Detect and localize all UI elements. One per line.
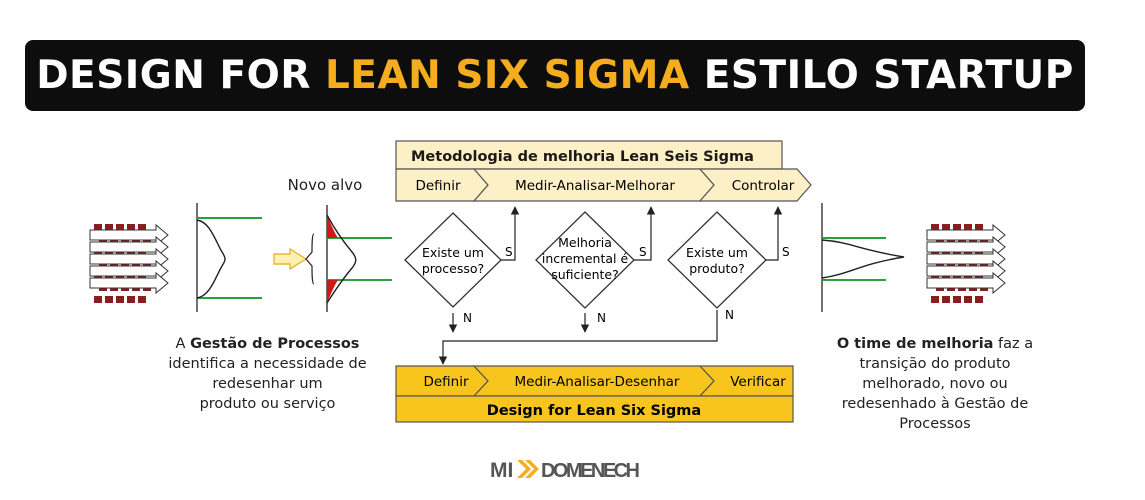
brick: [127, 296, 135, 303]
right-caption: O time de melhoria faz a transição do pr…: [815, 334, 1055, 434]
right-caption-line-1-rest: faz a: [993, 336, 1034, 352]
svg-text:MI: MI: [490, 459, 513, 482]
left-caption-bold: Gestão de Processos: [190, 336, 360, 352]
top-step-3: Controlar: [732, 178, 795, 194]
top-step-1: Definir: [415, 178, 461, 194]
brick: [964, 224, 972, 231]
title-text: DESIGN FOR LEAN SIX SIGMA ESTILO STARTUP: [36, 53, 1074, 98]
left-caption-line-2: identifica a necessidade de: [168, 356, 367, 372]
decision-3-yes-label: S: [782, 245, 790, 259]
new-target-label: Novo alvo: [288, 176, 363, 194]
decision-1-line-1: Existe um: [422, 245, 484, 260]
left-caption-prefix: A: [175, 336, 191, 352]
decision-1-yes-label: S: [505, 245, 513, 259]
brand-logo: MI DOMENECH: [490, 452, 640, 486]
right-process-stack: [926, 223, 1006, 303]
brick: [975, 296, 983, 303]
left-caption-line-4: produto ou serviço: [199, 396, 336, 412]
decision-2-line-2: incremental é: [542, 251, 629, 266]
decision-existe-processo: Existe um processo? S N: [404, 206, 520, 333]
top-methodology: Metodologia de melhoria Lean Seis Sigma …: [395, 140, 812, 202]
decision-2-line-1: Melhoria: [558, 235, 612, 250]
left-caption: A Gestão de Processos identifica a neces…: [150, 334, 385, 414]
title-part-3: ESTILO STARTUP: [703, 53, 1074, 98]
decision-1-no-label: N: [463, 311, 472, 325]
flow-arrow-icon: [89, 223, 169, 247]
bottom-step-3: Verificar: [730, 374, 786, 390]
brick: [116, 224, 124, 231]
title-banner: DESIGN FOR LEAN SIX SIGMA ESTILO STARTUP: [25, 40, 1085, 111]
brick: [975, 224, 983, 231]
flow-arrow-icon: [89, 247, 169, 271]
brick: [953, 224, 961, 231]
brick: [105, 296, 113, 303]
mi-domenech-logo: MI DOMENECH: [490, 459, 640, 482]
flow-arrow-icon: [89, 271, 169, 295]
brick: [94, 296, 102, 303]
brick: [105, 224, 113, 231]
left-caption-line-3: redesenhar um: [212, 376, 323, 392]
top-step-2: Medir-Analisar-Melhorar: [515, 178, 675, 194]
brick: [942, 224, 950, 231]
flow-arrow-icon: [926, 235, 1006, 259]
improved-distribution-chart: [821, 203, 905, 312]
decision-3-line-2: produto?: [689, 261, 745, 276]
decision-2-yes-label: S: [639, 245, 647, 259]
title-part-1: DESIGN FOR: [36, 53, 311, 98]
bottom-methodology: Definir Medir-Analisar-Desenhar Verifica…: [395, 365, 794, 423]
flow-arrow-icon: [926, 247, 1006, 271]
hollow-arrow-icon: [273, 247, 308, 271]
top-methodology-title: Metodologia de melhoria Lean Seis Sigma: [411, 149, 754, 165]
brick: [127, 224, 135, 231]
decision-1-line-2: processo?: [422, 261, 484, 276]
brick: [964, 296, 972, 303]
right-caption-line-5: Processos: [899, 416, 971, 432]
brick: [942, 296, 950, 303]
decision-2-line-3: suficiente?: [551, 267, 619, 282]
flow-arrow-icon: [926, 259, 1006, 283]
flow-arrow-icon: [926, 223, 1006, 247]
flow-arrow-icon: [89, 235, 169, 259]
brick: [931, 296, 939, 303]
flow-arrow-icon: [89, 259, 169, 283]
decision-2-no-label: N: [597, 311, 606, 325]
decision-3-line-1: Existe um: [686, 245, 748, 260]
bottom-methodology-title: Design for Lean Six Sigma: [487, 403, 701, 419]
flow-arrow-icon: [926, 271, 1006, 295]
right-caption-line-3: melhorado, novo ou: [862, 376, 1008, 392]
brick: [116, 296, 124, 303]
new-target-distribution-chart: [305, 205, 392, 312]
bottom-step-1: Definir: [423, 374, 469, 390]
decision-3-no-label: N: [725, 308, 734, 322]
bottom-step-2: Medir-Analisar-Desenhar: [515, 374, 680, 390]
right-caption-line-2: transição do produto: [859, 356, 1011, 372]
decision-existe-produto: Existe um produto? S N: [438, 206, 790, 365]
right-caption-line-4: redesenhado à Gestão de: [841, 396, 1029, 412]
brick: [138, 296, 146, 303]
decision-melhoria-incremental: Melhoria incremental é suficiente? S N: [535, 206, 656, 333]
current-distribution-chart: [196, 203, 262, 312]
brick: [138, 224, 146, 231]
brick: [94, 224, 102, 231]
right-caption-bold: O time de melhoria: [836, 336, 994, 352]
brick: [931, 224, 939, 231]
brick: [953, 296, 961, 303]
svg-text:DOMENECH: DOMENECH: [541, 460, 640, 482]
left-process-stack: [89, 223, 169, 303]
title-part-2-highlight: LEAN SIX SIGMA: [324, 53, 690, 98]
